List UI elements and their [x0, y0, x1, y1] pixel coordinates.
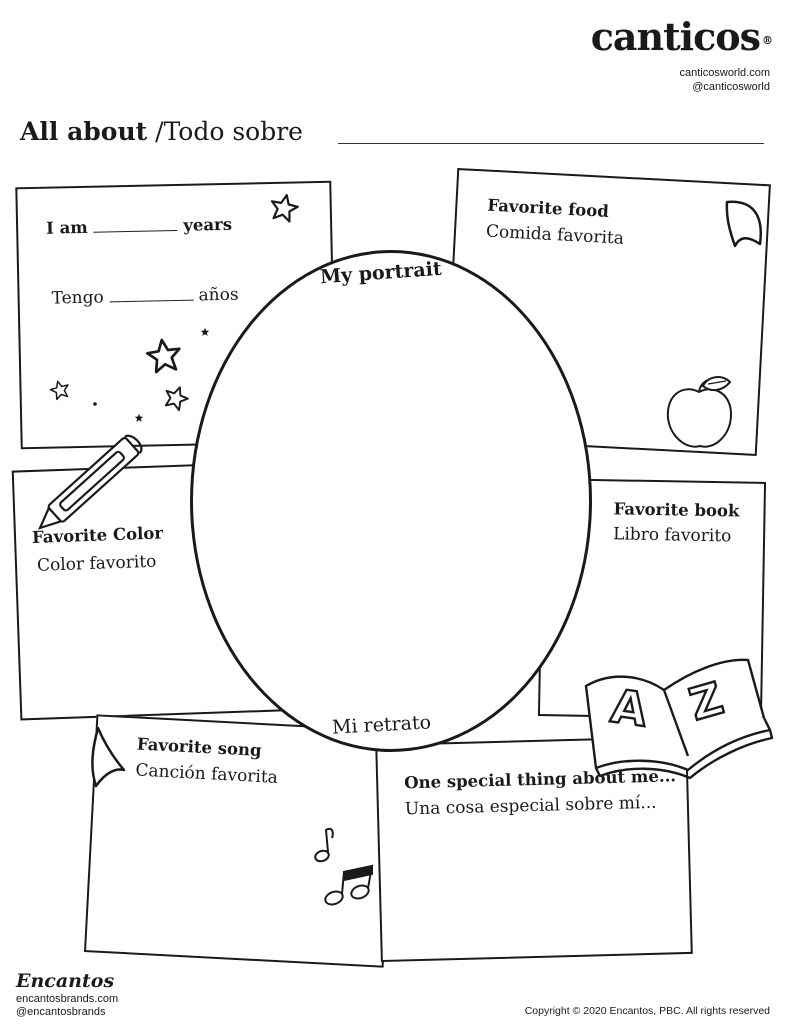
special-label-en: One special thing about me... [403, 766, 677, 793]
letter-a: A [608, 679, 651, 737]
portrait-oval[interactable] [190, 250, 592, 752]
encantos-website[interactable]: encantosbrands.com [16, 993, 119, 1005]
book-letters: A Z [607, 672, 730, 738]
book-label-en: Favorite book [613, 499, 740, 521]
food-label-es: Comida favorita [485, 221, 625, 249]
age-line-en: I am years [45, 214, 233, 238]
encantos-links: encantosbrands.com @encantosbrands [16, 993, 118, 1019]
name-line[interactable] [338, 143, 764, 144]
book-label-es: Libro favorito [612, 524, 732, 547]
letter-z: Z [684, 673, 729, 731]
song-card: Favorite song Canción favorita [83, 714, 397, 968]
song-label-es: Canción favorita [135, 760, 279, 788]
canticos-handle: @canticosworld [692, 81, 770, 93]
canticos-logo: canticos® [590, 14, 773, 59]
encantos-handle: @encantosbrands [16, 1006, 106, 1018]
color-label-en: Favorite Color [31, 523, 164, 547]
canticos-links: canticosworld.com @canticosworld [680, 66, 770, 94]
color-label-es: Color favorito [36, 551, 157, 576]
food-label-en: Favorite food [486, 195, 610, 221]
song-label-en: Favorite song [136, 734, 263, 760]
special-label-es: Una cosa especial sobre mí... [404, 792, 657, 820]
canticos-website[interactable]: canticosworld.com [679, 67, 770, 79]
page-title: All about /Todo sobre [20, 117, 303, 146]
age-line-es: Tengo años [51, 284, 239, 309]
encantos-logo: Encantos [16, 970, 115, 992]
copyright: Copyright © 2020 Encantos, PBC. All righ… [524, 1005, 770, 1017]
special-card: One special thing about me... Una cosa e… [375, 735, 693, 963]
